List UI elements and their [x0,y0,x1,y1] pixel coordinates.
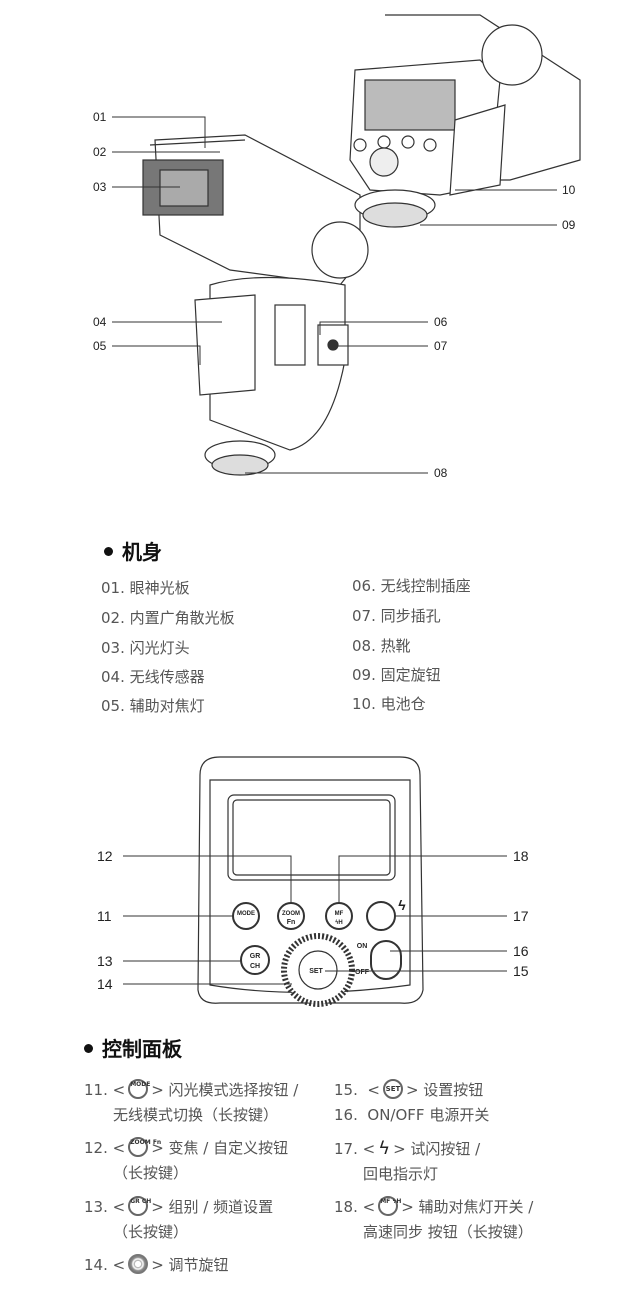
callout-12: 12 [97,848,113,864]
mode-button-label: MODE [237,911,255,917]
flash-front-illustration [142,134,369,476]
list-item: 17. <ϟ> 试闪按钮 / 回电指示灯 [334,1138,481,1183]
bullet-icon [84,1044,93,1053]
list-item: 01. 眼神光板 [101,579,190,597]
callout-13: 13 [97,953,113,969]
callout-07: 07 [434,339,448,353]
on-label: ON [357,943,368,950]
list-item: 11. <MODE> 闪光模式选择按钮 / 无线模式切换（长按键） [84,1078,299,1124]
callout-02: 02 [93,145,107,159]
off-label: OFF [355,969,370,976]
callout-09: 09 [562,218,576,232]
callout-18: 18 [513,848,529,864]
control-panel-illustration [197,756,424,1007]
list-item: 07. 同步插孔 [352,607,441,625]
list-item: 03. 闪光灯头 [101,639,190,657]
callout-11: 11 [97,908,112,924]
callout-04: 04 [93,315,107,329]
callout-08: 08 [434,466,448,480]
set-button-icon: SET [382,1078,403,1099]
panel-section-heading: 控制面板 [84,1033,182,1062]
bullet-icon [104,547,113,556]
ch-button-label: CH [250,963,260,970]
flash-bolt-icon: ϟ [398,897,406,913]
sh-button-label: ϟH [335,920,343,926]
flash-bolt-icon: ϟ [378,1138,391,1159]
list-item: 06. 无线控制插座 [352,577,471,595]
callout-16: 16 [513,943,529,959]
list-item: 12. <ZOOM Fn> 变焦 / 自定义按钮 （长按键） [84,1136,289,1182]
list-item: 04. 无线传感器 [101,668,205,686]
mode-button-icon: MODE [128,1078,150,1099]
list-item: 05. 辅助对焦灯 [101,697,205,715]
list-item: 09. 固定旋钮 [352,666,441,684]
list-item: 18. <MF ϟH> 辅助对焦灯开关 / 高速同步 按钮（长按键） [334,1195,534,1241]
list-item: 13. <GR CH> 组别 / 频道设置 （长按键） [84,1195,274,1241]
panel-section-title: 控制面板 [102,1037,182,1061]
list-item: 10. 电池仓 [352,695,426,713]
gr-ch-button-icon: GR CH [128,1195,151,1216]
callout-10: 10 [562,183,576,197]
list-item: 08. 热靴 [352,637,411,655]
callout-17: 17 [513,908,529,924]
list-item: 02. 内置广角散光板 [101,609,235,627]
callout-06: 06 [434,315,448,329]
body-section-heading: 机身 [104,536,162,565]
mf-sh-button-icon: MF ϟH [378,1195,401,1216]
fn-button-label: Fn [287,919,296,926]
zoom-fn-button-icon: ZOOM Fn [128,1136,161,1157]
callout-14: 14 [97,976,113,992]
set-button-label: SET [309,968,323,975]
flash-back-illustration [349,14,581,228]
gr-button-label: GR [250,953,261,960]
list-item: 14. <> 调节旋钮 [84,1253,229,1278]
zoom-button-label: ZOOM [282,911,300,917]
callout-05: 05 [93,339,107,353]
callout-15: 15 [513,963,529,979]
list-item: 15. <SET> 设置按钮 16. ON/OFF 电源开关 [334,1078,489,1128]
callout-03: 03 [93,180,107,194]
mf-button-label: MF [335,911,344,917]
dial-icon [128,1253,149,1274]
callout-01: 01 [93,110,107,124]
body-section-title: 机身 [122,540,162,564]
